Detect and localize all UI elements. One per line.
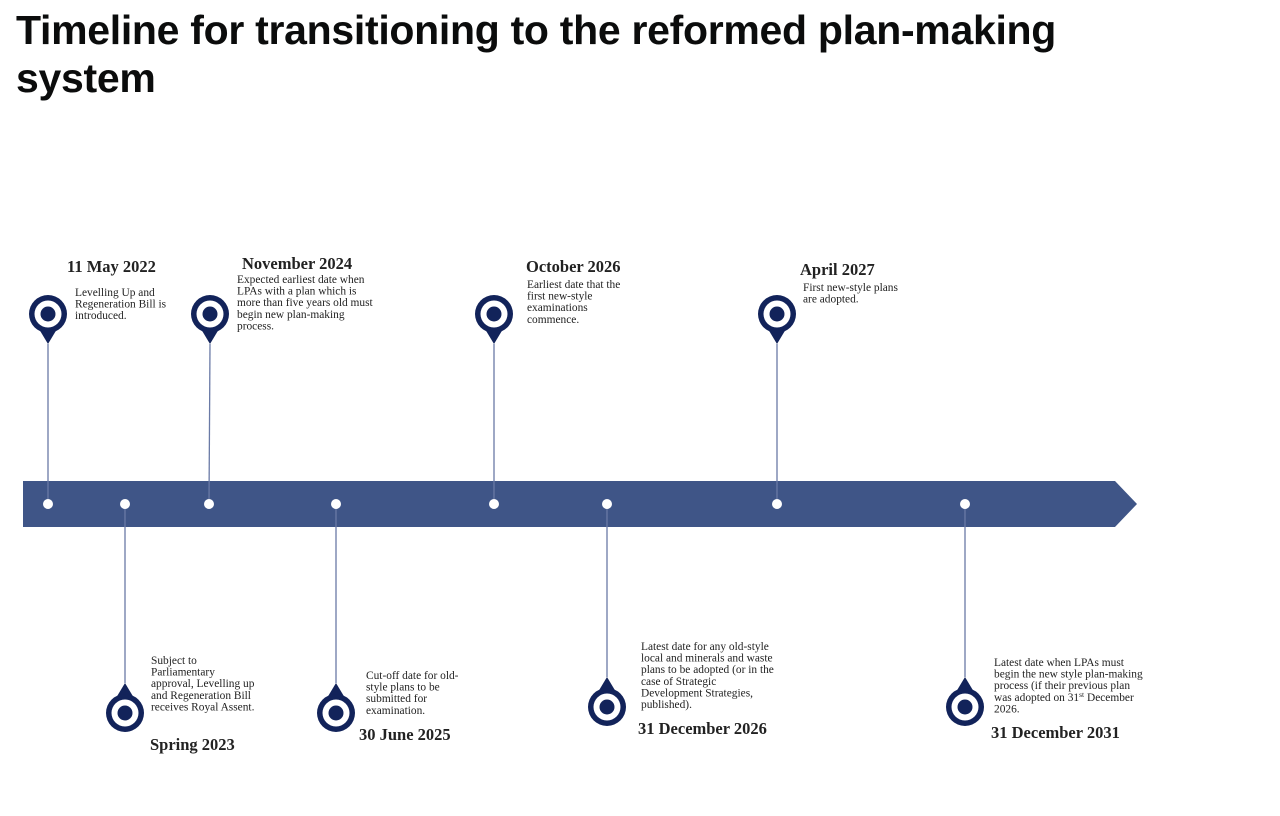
oct-2026-date-label: October 2026 <box>526 257 621 276</box>
dec-2026-pin-center <box>599 699 615 715</box>
description-line: begin the new style plan-making <box>994 669 1143 681</box>
description-line: receives Royal Assent. <box>151 701 255 713</box>
description-line: more than five years old must <box>237 297 374 309</box>
description-line: submitted for <box>366 693 427 705</box>
dec-2031-timeline-dot <box>960 499 970 509</box>
may-2022-date-label: 11 May 2022 <box>67 257 156 276</box>
dec-2026-timeline-dot <box>602 499 612 509</box>
description-line: local and minerals and waste <box>641 653 773 665</box>
description-line: Regeneration Bill is <box>75 299 167 311</box>
description-line: LPAs with a plan which is <box>237 286 357 298</box>
description-line: approval, Levelling up <box>151 678 255 690</box>
june-2025-date-label: 30 June 2025 <box>359 725 451 744</box>
description-line: First new-style plans <box>803 282 898 294</box>
description-line: Levelling Up and <box>75 287 155 299</box>
description-line: and Regeneration Bill <box>151 690 251 702</box>
description-line: process (if their previous plan <box>994 680 1130 692</box>
description-line: Parliamentary <box>151 667 215 679</box>
description-line: Latest date when LPAs must <box>994 657 1125 669</box>
description-line: Latest date for any old-style <box>641 641 769 653</box>
apr-2027-pin-center <box>769 306 785 322</box>
spring-2023-timeline-dot <box>120 499 130 509</box>
description-line: examinations <box>527 302 588 314</box>
description-line: was adopted on 31st December <box>994 689 1134 704</box>
timeline-event-june-2025: 30 June 2025 Cut-off date for old-style p… <box>317 499 459 744</box>
description-line: Expected earliest date when <box>237 274 365 286</box>
description-line: commence. <box>527 314 579 326</box>
description-line: Subject to <box>151 655 197 667</box>
nov-2024-connector-line <box>208 343 211 505</box>
description-line: published). <box>641 699 692 711</box>
dec-2026-date-label: 31 December 2026 <box>638 719 767 738</box>
dec-2031-pin-center <box>957 699 973 715</box>
description-line: first new-style <box>527 291 592 303</box>
description-line: style plans to be <box>366 682 440 694</box>
description-line: examination. <box>366 705 425 717</box>
june-2025-timeline-dot <box>331 499 341 509</box>
oct-2026-timeline-dot <box>489 499 499 509</box>
dec-2031-date-label: 31 December 2031 <box>991 723 1120 742</box>
description-line: Development Strategies, <box>641 687 753 699</box>
spring-2023-date-label: Spring 2023 <box>150 735 235 754</box>
june-2025-pin-center <box>328 705 344 721</box>
oct-2026-pin-center <box>486 306 502 322</box>
nov-2024-timeline-dot <box>204 499 214 509</box>
description-line: 2026. <box>994 703 1020 715</box>
spring-2023-pin-center <box>117 705 133 721</box>
nov-2024-pin-center <box>202 306 218 322</box>
timeline-event-dec-2026: 31 December 2026 Latest date for any old-… <box>588 499 774 738</box>
may-2022-pin-center <box>40 306 56 322</box>
page-title: Timeline for transitioning to the reform… <box>16 7 1057 101</box>
description-line: Earliest date that the <box>527 279 620 291</box>
may-2022-timeline-dot <box>43 499 53 509</box>
description-line: are adopted. <box>803 294 859 306</box>
description-line: case of Strategic <box>641 676 716 688</box>
description-line: introduced. <box>75 310 127 322</box>
description-line: process. <box>237 320 274 332</box>
timeline-event-dec-2031: 31 December 2031 Latest date when LPAs mu… <box>946 499 1143 742</box>
nov-2024-date-label: November 2024 <box>242 254 352 273</box>
description-line: Cut-off date for old- <box>366 670 459 682</box>
apr-2027-date-label: April 2027 <box>800 260 875 279</box>
description-line: plans to be adopted (or in the <box>641 664 774 676</box>
description-line: begin new plan-making <box>237 309 345 321</box>
apr-2027-timeline-dot <box>772 499 782 509</box>
timeline-arrow <box>23 481 1137 527</box>
